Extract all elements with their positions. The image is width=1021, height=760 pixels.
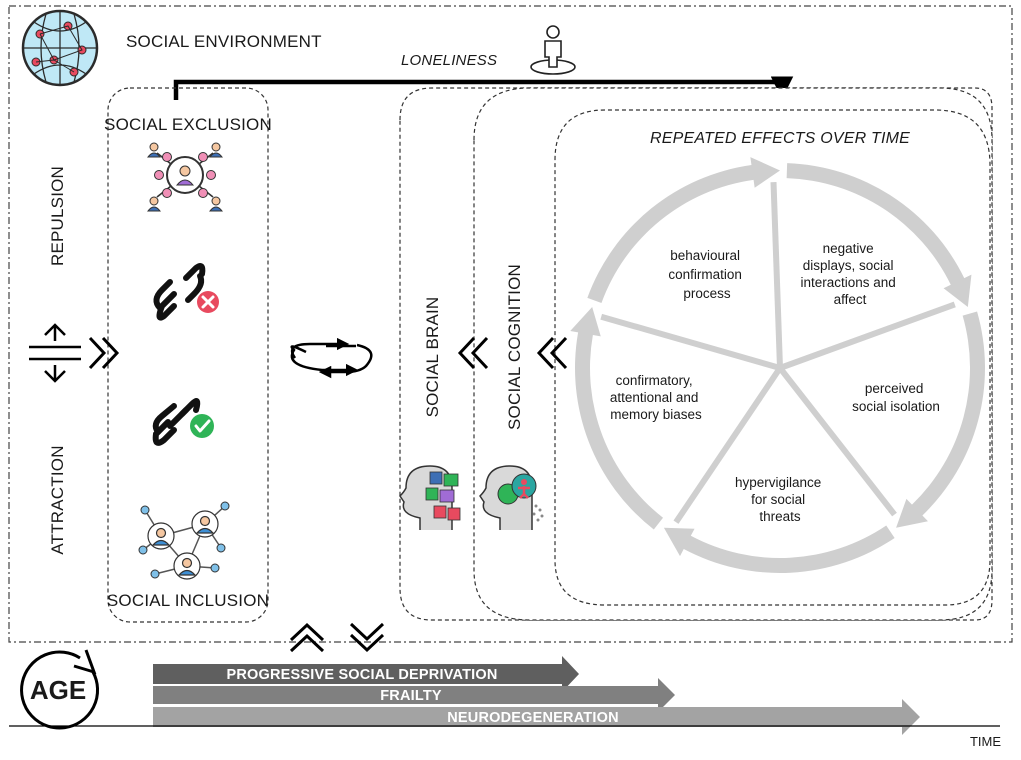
attraction-label: ATTRACTION [48,445,67,554]
repulsion-label: REPULSION [48,166,67,266]
excluded-group-icon [146,142,224,212]
double-chevron-right-icon [88,336,120,370]
loneliness-label: LONELINESS [401,52,497,69]
segment-negative-displays: negative displays, social interactions a… [800,241,899,307]
age-cycle-icon [20,649,100,730]
cycle-ring [570,157,985,573]
double-chevron-left-icon [457,336,489,370]
social-brain-panel [399,87,993,621]
social-brain-label: SOCIAL BRAIN [423,297,442,418]
connected-link-icon [152,398,214,446]
person-standing-icon [530,25,576,75]
head-puzzle-icon [399,465,461,530]
globe-network-icon [21,9,99,87]
cycle-divider [673,366,783,524]
cycle-arrow-segment [896,311,985,528]
social-environment-frame [8,5,1013,643]
bar-label: PROGRESSIVE SOCIAL DEPRIVATION [226,667,497,683]
social-cognition-label: SOCIAL COGNITION [505,264,524,430]
cycle-arrow-segment [570,306,664,530]
segment-perceived-isolation: perceived social isolation [852,381,940,414]
broken-link-icon [153,263,219,321]
bar-neurodegeneration: NEURODEGENERATION [153,699,920,735]
cycle-arrows-icon [290,337,373,379]
cycle-arrow-segment [663,525,895,573]
double-chevron-down-icon [349,622,385,653]
bar-frailty: FRAILTY [153,678,675,712]
bar-shape [153,678,675,712]
connected-people-icon [138,501,230,580]
time-label: TIME [970,734,1001,749]
repeated-effects-label: REPEATED EFFECTS OVER TIME [650,130,910,147]
repeated-effects-panel [554,109,991,606]
cycle-arrow-segment [587,157,780,304]
cycle-divider [600,313,781,371]
double-chevron-up-icon [289,622,325,653]
cycle-divider [778,301,956,371]
cycle-arrow-segment [786,163,972,307]
segment-hypervigilance: hypervigilance for social threats [735,475,825,524]
social-inclusion-label: SOCIAL INCLUSION [107,591,269,610]
cycle-divider [770,182,783,369]
bar-shape [153,656,579,692]
cycle-divider [777,366,897,517]
repulsion-attraction-icon [29,323,81,383]
age-label: AGE [30,675,86,705]
bar-progressive-social-deprivation: PROGRESSIVE SOCIAL DEPRIVATION [153,656,579,692]
segment-behavioural-confirmation: behavioural confirmation process [668,248,745,301]
bar-label: NEURODEGENERATION [447,710,619,726]
double-chevron-left-icon [536,336,568,370]
head-social-icon [479,465,544,530]
cycle-dividers [600,182,956,524]
segment-confirmatory-biases: confirmatory, attentional and memory bia… [610,373,702,422]
social-environment-label: SOCIAL ENVIRONMENT [126,32,322,51]
bar-label: FRAILTY [380,688,442,704]
social-exclusion-label: SOCIAL EXCLUSION [104,115,272,134]
exclusion-inclusion-panel [107,87,269,623]
